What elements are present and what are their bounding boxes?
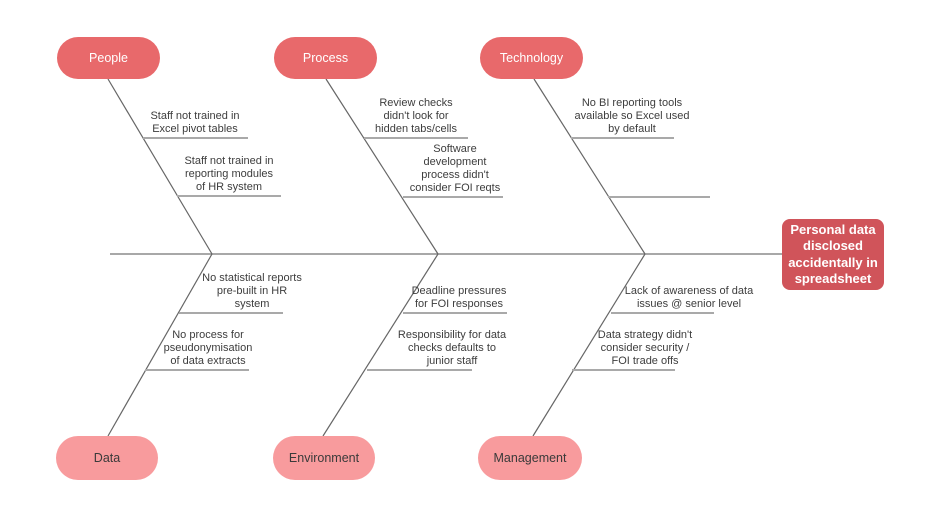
cause-label: Software development process didn't cons… [409,143,501,194]
category-process[interactable]: Process [274,37,377,79]
bone-line-data [107,253,213,437]
category-process-label: Process [302,51,349,65]
cause-label: Deadline pressures for FOI responses [411,285,507,310]
bone-line-technology [533,78,646,255]
bone-line-process [325,78,439,255]
cause-label: No statistical reports pre-built in HR s… [202,272,302,310]
category-people-label: People [89,51,128,65]
category-environment[interactable]: Environment [273,436,375,480]
cause-label: Staff not trained in reporting modules o… [184,155,274,193]
cause-label: No process for pseudonymisation of data … [163,329,253,367]
category-technology[interactable]: Technology [480,37,583,79]
cause-label: Lack of awareness of data issues @ senio… [624,285,754,310]
category-environment-label: Environment [288,451,360,465]
category-people[interactable]: People [57,37,160,79]
cause-label: No BI reporting tools available so Excel… [574,97,690,135]
category-data-label: Data [93,451,121,465]
cause-label: Review checks didn't look for hidden tab… [375,97,457,135]
category-data[interactable]: Data [56,436,158,480]
cause-label: Staff not trained in Excel pivot tables [150,110,240,135]
effect-box[interactable]: Personal data disclosed accidentally in … [782,219,884,290]
effect-label: Personal data disclosed accidentally in … [788,221,878,287]
cause-label: Data strategy didn't consider security /… [597,329,693,367]
category-management-label: Management [493,451,567,465]
bone-line-environment [322,253,439,437]
category-management[interactable]: Management [478,436,582,480]
bone-line-management [532,253,646,437]
cause-label: Responsibility for data checks defaults … [397,329,507,367]
category-technology-label: Technology [499,51,564,65]
bone-line-people [107,78,213,255]
